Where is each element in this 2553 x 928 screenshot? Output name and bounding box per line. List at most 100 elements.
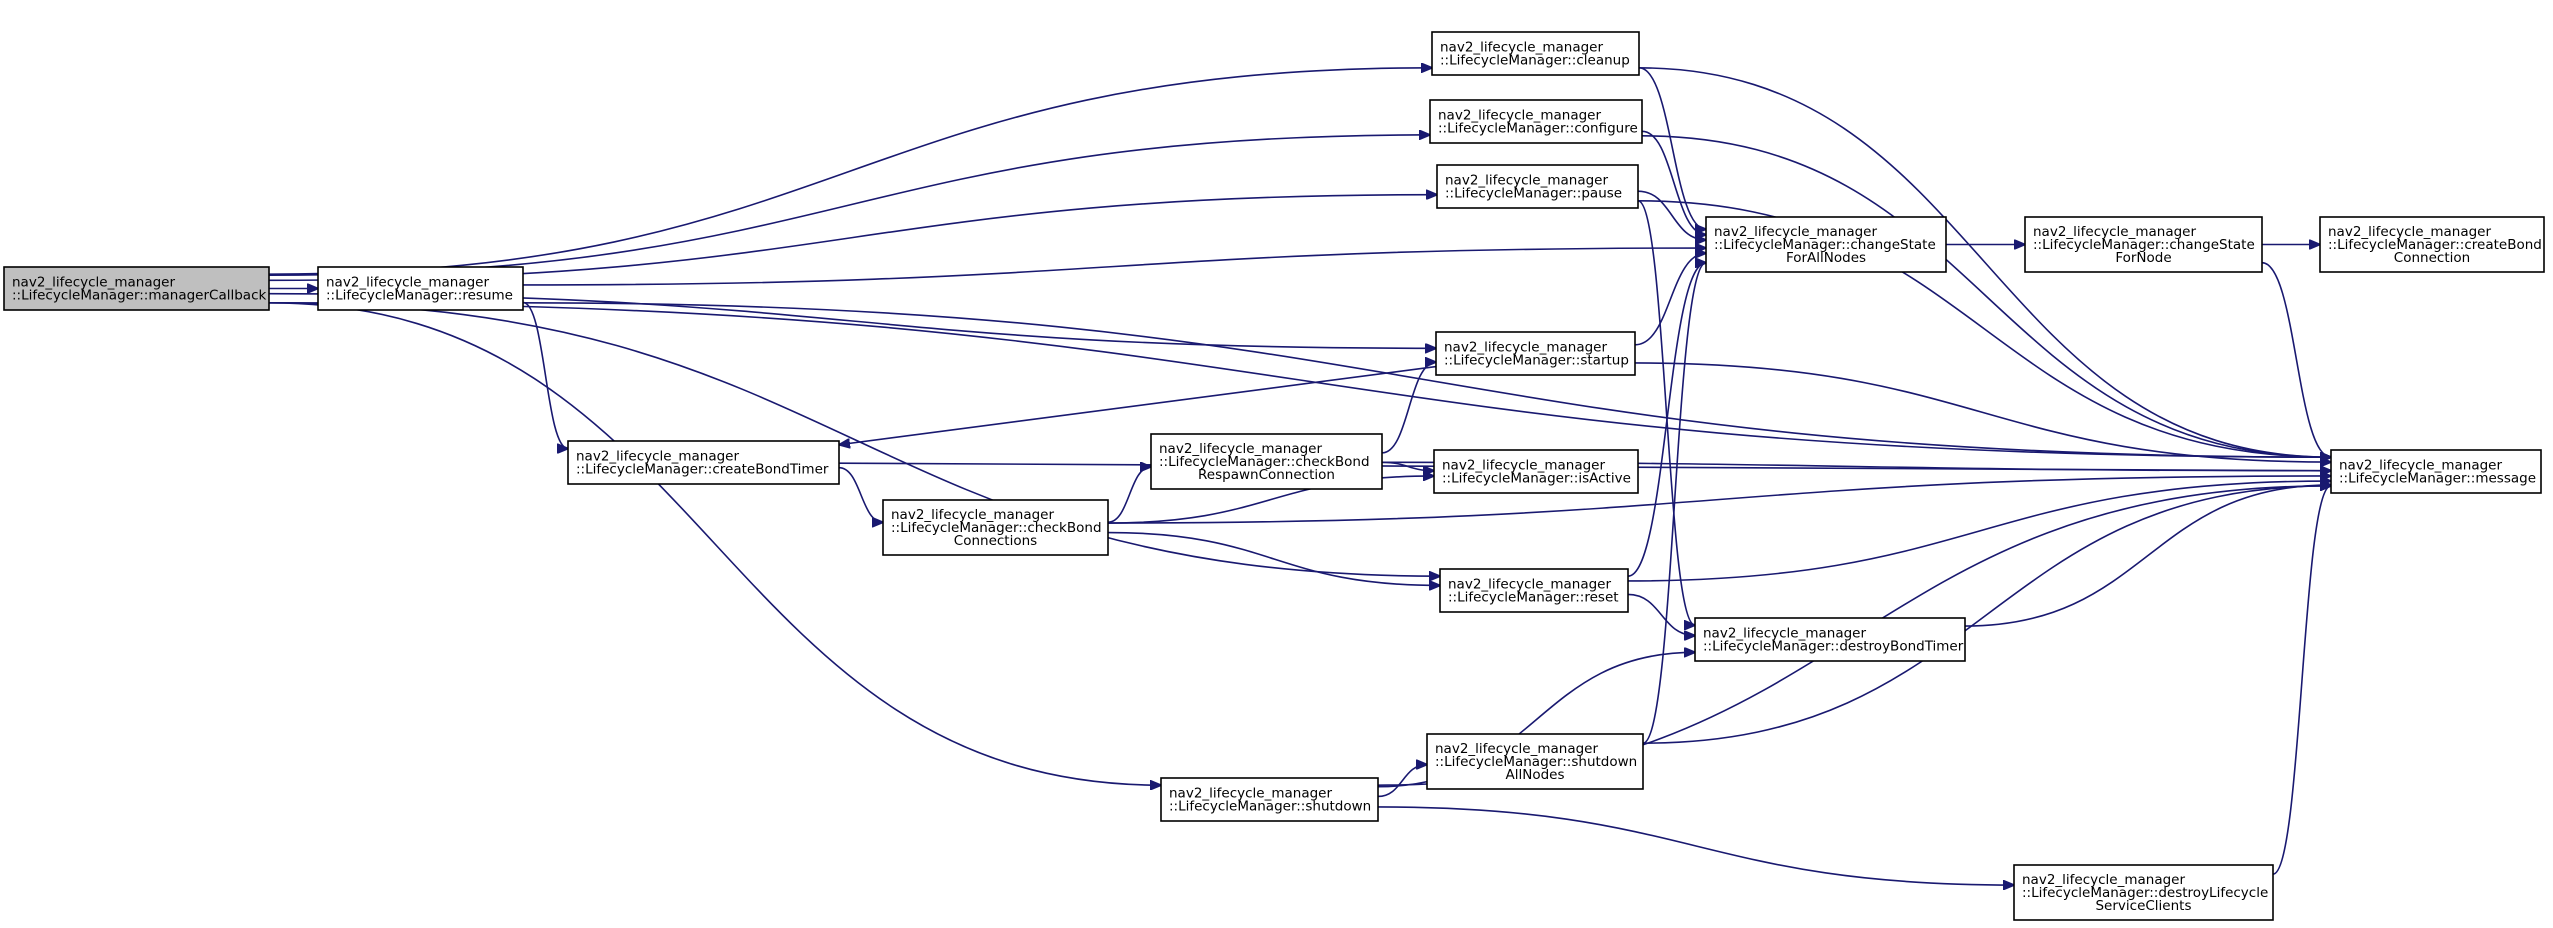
call-edge bbox=[522, 248, 1706, 286]
edge-path bbox=[1642, 263, 1706, 744]
edge-path bbox=[1627, 481, 2331, 582]
node-label-line: nav2_lifecycle_manager bbox=[1440, 40, 1603, 56]
function-node-resume[interactable]: nav2_lifecycle_manager::LifecycleManager… bbox=[317, 266, 524, 311]
node-label-line: nav2_lifecycle_manager bbox=[1159, 441, 1322, 457]
node-label-line: nav2_lifecycle_manager bbox=[1435, 741, 1598, 757]
edge-path bbox=[1637, 190, 1706, 240]
node-label-line: nav2_lifecycle_manager bbox=[1703, 626, 1866, 642]
edge-path bbox=[522, 302, 2331, 457]
node-label-line: nav2_lifecycle_manager bbox=[2339, 458, 2502, 474]
node-label-line: Connections bbox=[954, 533, 1037, 549]
call-edge bbox=[1637, 200, 2331, 457]
node-box bbox=[1160, 777, 1379, 822]
node-label-line: nav2_lifecycle_manager bbox=[891, 507, 1054, 523]
edge-path bbox=[1638, 67, 2331, 457]
node-label-line: ForNode bbox=[2115, 250, 2171, 266]
function-node-changeStateForAllNodes[interactable]: nav2_lifecycle_manager::LifecycleManager… bbox=[1705, 216, 1947, 273]
edge-path bbox=[1107, 531, 1440, 586]
edge-path bbox=[1638, 67, 1706, 229]
function-node-checkBondRespawnConnection[interactable]: nav2_lifecycle_manager::LifecycleManager… bbox=[1150, 433, 1383, 490]
node-box bbox=[567, 440, 840, 485]
edge-path bbox=[1641, 135, 2331, 457]
node-box bbox=[1694, 617, 1966, 662]
node-label-line: ::LifecycleManager::managerCallback bbox=[12, 288, 266, 304]
function-node-reset[interactable]: nav2_lifecycle_manager::LifecycleManager… bbox=[1439, 568, 1629, 613]
node-box bbox=[1429, 99, 1643, 144]
edge-path bbox=[1381, 362, 1436, 454]
node-label-line: ForAllNodes bbox=[1786, 250, 1866, 266]
node-box bbox=[317, 266, 524, 311]
node-box bbox=[1426, 733, 1644, 790]
node-box bbox=[2024, 216, 2263, 273]
call-edge bbox=[1638, 67, 1706, 229]
call-edge bbox=[838, 466, 883, 523]
edge-path bbox=[522, 248, 1706, 286]
edge-path bbox=[1637, 200, 1695, 625]
function-node-createBondTimer[interactable]: nav2_lifecycle_manager::LifecycleManager… bbox=[567, 440, 840, 485]
edge-path bbox=[1634, 253, 1706, 346]
function-node-shutdown[interactable]: nav2_lifecycle_manager::LifecycleManager… bbox=[1160, 777, 1379, 822]
call-edge bbox=[268, 302, 1161, 785]
call-edge bbox=[1637, 200, 1695, 625]
edge-path bbox=[268, 68, 1432, 275]
function-node-isActive[interactable]: nav2_lifecycle_manager::LifecycleManager… bbox=[1433, 449, 1639, 494]
node-label-line: ::LifecycleManager::pause bbox=[1445, 186, 1622, 202]
function-node-pause[interactable]: nav2_lifecycle_manager::LifecycleManager… bbox=[1436, 164, 1639, 209]
node-box bbox=[1150, 433, 1383, 490]
node-label-line: RespawnConnection bbox=[1198, 467, 1335, 483]
call-edge bbox=[1642, 263, 1706, 744]
call-edge bbox=[1107, 467, 1151, 524]
call-edge bbox=[1627, 263, 1706, 577]
edge-path bbox=[839, 365, 1437, 445]
node-label-line: ::LifecycleManager::isActive bbox=[1442, 471, 1631, 487]
call-edge bbox=[522, 301, 568, 448]
node-label-line: Connection bbox=[2394, 250, 2470, 266]
call-edge bbox=[1642, 486, 2331, 744]
node-box bbox=[1435, 331, 1636, 376]
call-edge bbox=[1634, 362, 2331, 462]
function-node-startup[interactable]: nav2_lifecycle_manager::LifecycleManager… bbox=[1435, 331, 1636, 376]
node-box bbox=[882, 499, 1109, 556]
call-edge bbox=[1637, 190, 1706, 240]
function-node-cleanup[interactable]: nav2_lifecycle_manager::LifecycleManager… bbox=[1431, 31, 1640, 76]
edge-path bbox=[1107, 476, 2331, 524]
edge-path bbox=[2261, 261, 2331, 458]
function-node-createBondConnection[interactable]: nav2_lifecycle_manager::LifecycleManager… bbox=[2319, 216, 2545, 273]
node-box bbox=[2319, 216, 2545, 273]
function-node-changeStateForNode[interactable]: nav2_lifecycle_manager::LifecycleManager… bbox=[2024, 216, 2263, 273]
call-edge bbox=[1377, 806, 2014, 885]
call-edge bbox=[1107, 531, 1440, 586]
node-label-line: ::LifecycleManager::createBondTimer bbox=[576, 462, 829, 478]
function-node-shutdownAllNodes[interactable]: nav2_lifecycle_manager::LifecycleManager… bbox=[1426, 733, 1644, 790]
node-box bbox=[1433, 449, 1639, 494]
call-edge bbox=[1638, 67, 2331, 457]
node-label-line: nav2_lifecycle_manager bbox=[1169, 786, 1332, 802]
call-edge bbox=[268, 135, 1430, 276]
function-node-message[interactable]: nav2_lifecycle_manager::LifecycleManager… bbox=[2330, 449, 2542, 494]
function-node-destroyBondTimer[interactable]: nav2_lifecycle_manager::LifecycleManager… bbox=[1694, 617, 1966, 662]
node-box bbox=[1705, 216, 1947, 273]
edge-path bbox=[1964, 485, 2331, 627]
call-edge bbox=[1627, 593, 1695, 635]
node-label-line: ::LifecycleManager::resume bbox=[326, 288, 513, 304]
edge-path bbox=[2272, 486, 2331, 875]
function-node-configure[interactable]: nav2_lifecycle_manager::LifecycleManager… bbox=[1429, 99, 1643, 144]
edge-path bbox=[268, 302, 1440, 576]
call-edge bbox=[2272, 486, 2331, 875]
call-edge bbox=[839, 365, 1437, 445]
edge-path bbox=[268, 302, 2331, 457]
node-box bbox=[2330, 449, 2542, 494]
node-label-line: nav2_lifecycle_manager bbox=[2022, 872, 2185, 888]
node-label-line: nav2_lifecycle_manager bbox=[2328, 224, 2491, 240]
function-node-destroyLifecycleServiceClients[interactable]: nav2_lifecycle_manager::LifecycleManager… bbox=[2013, 864, 2274, 921]
node-label-line: ::LifecycleManager::changeState bbox=[2033, 237, 2255, 253]
function-node-checkBondConnections[interactable]: nav2_lifecycle_manager::LifecycleManager… bbox=[882, 499, 1109, 556]
node-label-line: nav2_lifecycle_manager bbox=[12, 275, 175, 291]
edge-path bbox=[1642, 486, 2331, 744]
function-node-managerCallback[interactable]: nav2_lifecycle_manager::LifecycleManager… bbox=[3, 266, 270, 311]
node-label-line: nav2_lifecycle_manager bbox=[1445, 173, 1608, 189]
edge-path bbox=[522, 301, 568, 448]
node-label-line: ServiceClients bbox=[2095, 898, 2191, 914]
node-label-line: ::LifecycleManager::checkBond bbox=[1159, 454, 1370, 470]
call-edge bbox=[1107, 476, 2331, 524]
